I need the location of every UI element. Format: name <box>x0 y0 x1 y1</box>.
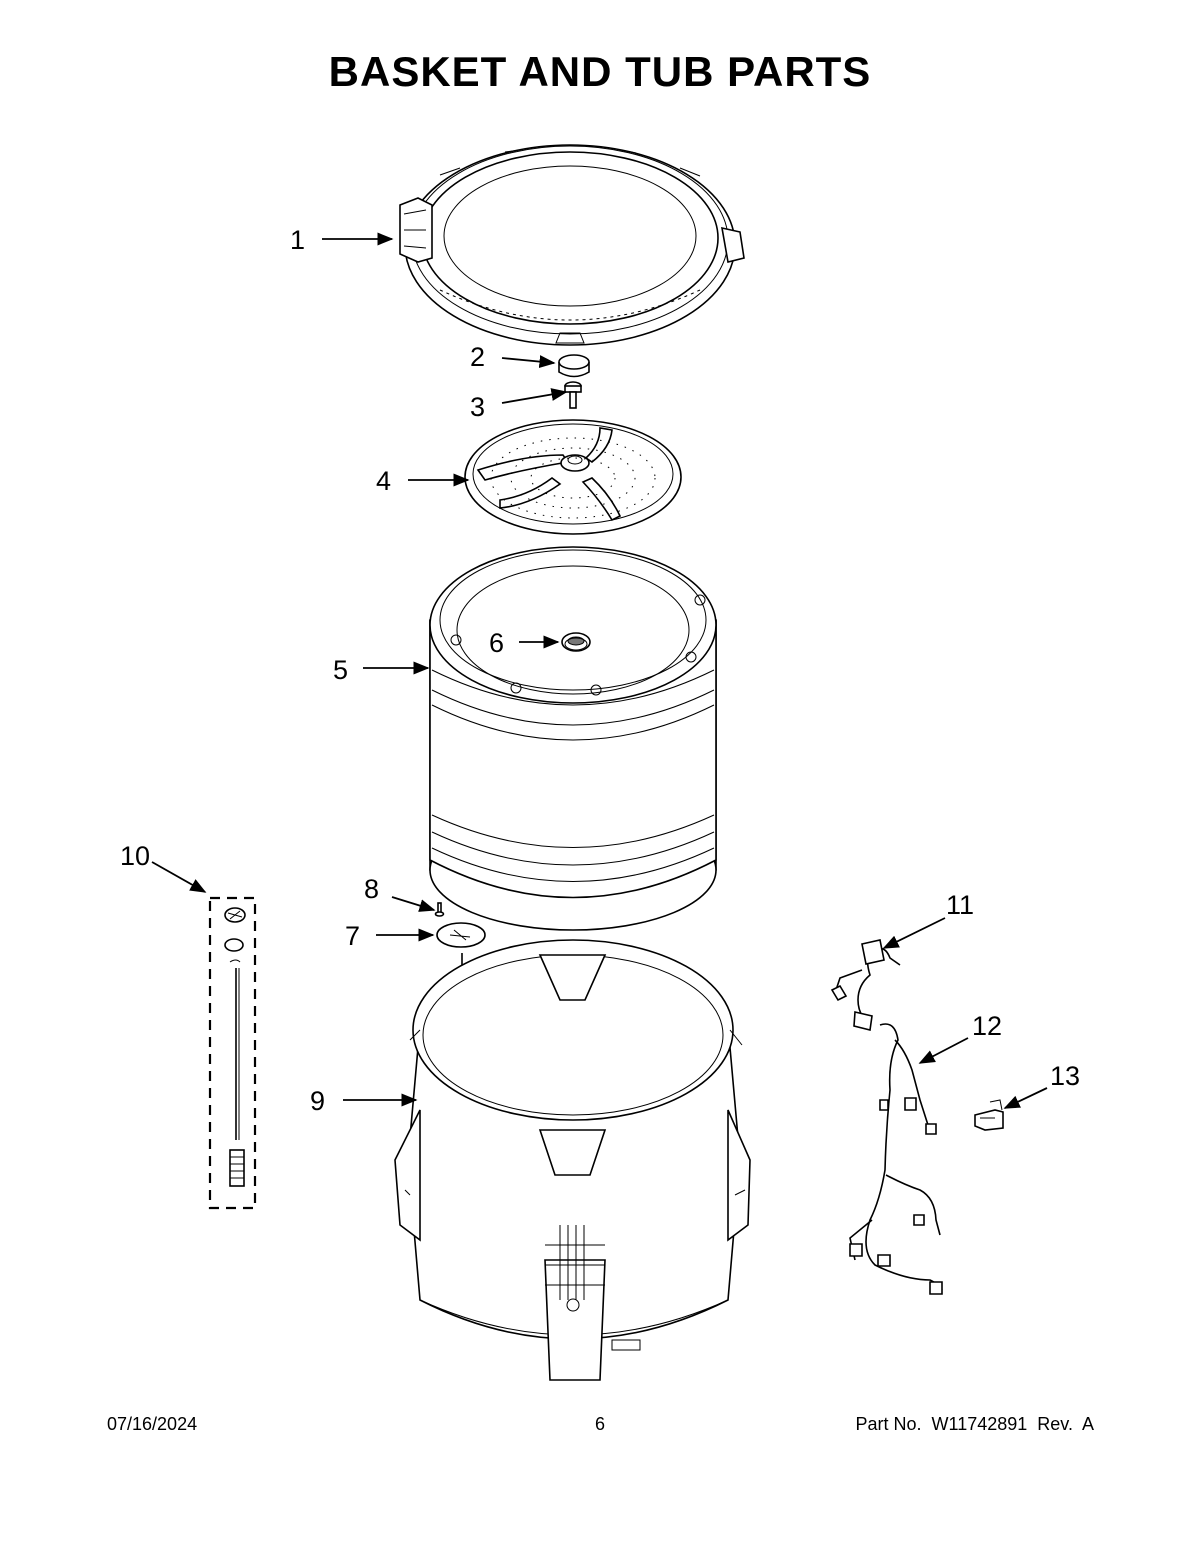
callout-1: 1 <box>290 225 394 255</box>
footer-date: 07/16/2024 <box>107 1414 198 1434</box>
footer-page-number: 6 <box>594 1414 605 1434</box>
callout-4: 4 <box>376 466 470 496</box>
callout-6: 6 <box>489 628 560 658</box>
callout-label: 5 <box>333 655 348 685</box>
page-title: BASKET AND TUB PARTS <box>328 48 872 95</box>
callout-label: 8 <box>364 874 379 904</box>
callout-label: 12 <box>972 1011 1002 1041</box>
part-10-suspension-rod <box>208 896 257 1210</box>
callout-label: 4 <box>376 466 391 496</box>
callout-11: 11 <box>882 890 974 949</box>
callout-5: 5 <box>333 655 430 685</box>
part-13-clip <box>974 1099 1004 1131</box>
part-9-outer-tub <box>394 939 751 1381</box>
callout-10: 10 <box>120 841 207 893</box>
callout-label: 13 <box>1050 1061 1080 1091</box>
callout-label: 1 <box>290 225 305 255</box>
callout-label: 2 <box>470 342 485 372</box>
callout-label: 11 <box>946 890 974 920</box>
callout-8: 8 <box>364 874 436 912</box>
part-1-tub-ring <box>399 144 745 346</box>
part-8-screw <box>434 902 445 917</box>
part-4-impeller <box>464 419 682 535</box>
callout-label: 9 <box>310 1086 325 1116</box>
part-5-basket <box>429 546 717 931</box>
part-6-hub-nut <box>561 632 591 652</box>
callout-13: 13 <box>1003 1061 1080 1109</box>
callout-7: 7 <box>345 921 435 951</box>
part-3-bolt <box>564 381 582 409</box>
callout-label: 7 <box>345 921 360 951</box>
callout-label: 6 <box>489 628 504 658</box>
callout-12: 12 <box>918 1011 1002 1064</box>
footer-part-number: Part No. W11742891 Rev. A <box>855 1414 1094 1434</box>
callout-3: 3 <box>470 388 568 422</box>
callout-2: 2 <box>470 342 556 372</box>
callout-label: 10 <box>120 841 150 871</box>
callout-label: 3 <box>470 392 485 422</box>
part-11-12-wire-harness <box>830 939 943 1295</box>
part-2-cap <box>558 354 590 378</box>
callout-9: 9 <box>310 1086 418 1116</box>
